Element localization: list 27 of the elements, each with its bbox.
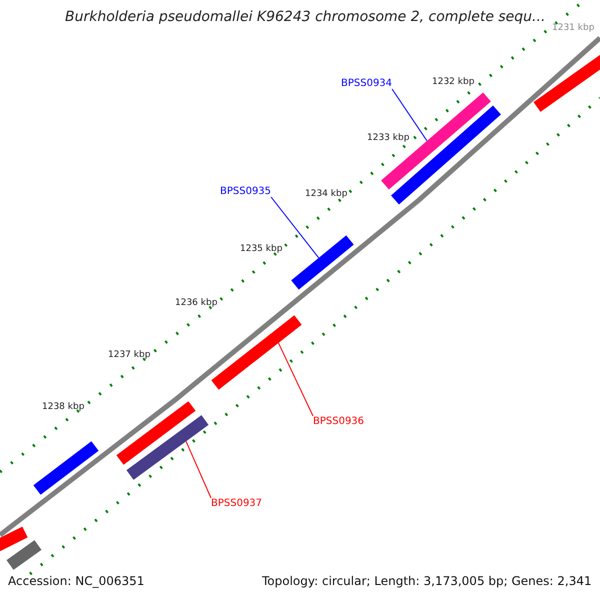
leader-line: [270, 196, 320, 258]
scale-label: 1232 kbp: [432, 78, 474, 88]
scale-label: 1234 kbp: [305, 190, 348, 200]
scale-label: 1236 kbp: [175, 299, 218, 309]
leader-line: [278, 342, 314, 416]
gene-label: BPSS0935: [220, 186, 272, 197]
gene-label: BPSS0934: [341, 78, 392, 89]
scale-label: 1231 kbp: [552, 24, 594, 34]
leader-line: [392, 88, 428, 142]
gene-bar: [291, 235, 354, 290]
gene-bar: [211, 315, 302, 390]
gene-bar: [391, 106, 501, 204]
gene-bar: [116, 401, 196, 465]
scale-label: 1233 kbp: [367, 134, 410, 144]
diagram-title: Burkholderia pseudomallei K96243 chromosome 2, complete sequ...: [65, 10, 546, 26]
gene-label: BPSS0936: [313, 416, 364, 427]
scale-label: 1237 kbp: [108, 351, 150, 361]
gene-bar: [0, 526, 28, 552]
gene-bar: [6, 540, 42, 570]
sequence-info-text: Topology: circular; Length: 3,173,005 bp; Genes: 2,341: [262, 575, 592, 588]
gene-label: BPSS0937: [211, 498, 262, 509]
scale-label: 1235 kbp: [240, 245, 282, 255]
scale-label: 1238 kbp: [42, 403, 84, 413]
leader-line: [186, 440, 212, 498]
gene-bar: [33, 441, 99, 495]
gene-bar: [126, 415, 209, 480]
gene-bar: [534, 53, 600, 112]
